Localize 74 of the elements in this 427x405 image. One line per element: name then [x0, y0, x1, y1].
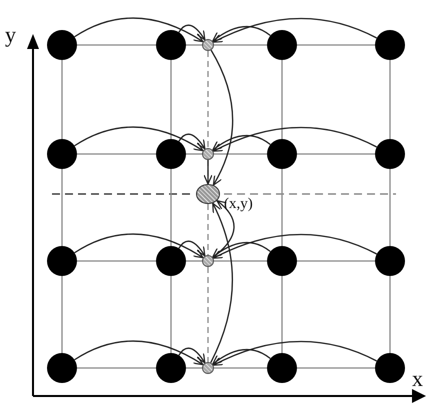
grid-point — [156, 353, 186, 383]
arrow — [74, 17, 204, 42]
grid-point — [156, 246, 186, 276]
interpolated-point — [202, 362, 214, 374]
grid-line — [214, 44, 267, 46]
grid-line — [389, 276, 391, 353]
grid-line — [214, 153, 267, 155]
grid-point — [375, 139, 405, 169]
grid-line — [61, 60, 63, 139]
grid-line — [77, 44, 156, 46]
arrow — [210, 202, 233, 363]
arrow — [74, 340, 204, 366]
interpolated-point — [202, 148, 214, 160]
grid-line — [297, 260, 375, 262]
grid-point — [47, 246, 77, 276]
grid-point — [47, 139, 77, 169]
grid-line — [170, 276, 172, 353]
grid-line — [170, 60, 172, 139]
dashed-line — [207, 204, 209, 255]
grid-line — [389, 169, 391, 246]
grid-line — [297, 367, 375, 369]
grid-point — [375, 246, 405, 276]
arrow — [74, 233, 204, 258]
grid-line — [61, 276, 63, 353]
axis-label: y — [5, 22, 16, 48]
grid-line — [297, 153, 375, 155]
arrow — [210, 50, 234, 186]
grid-point — [156, 30, 186, 60]
grid-line — [186, 44, 202, 46]
grid-line — [170, 169, 172, 246]
grid-point — [375, 30, 405, 60]
interpolated-point — [202, 39, 214, 51]
arrow — [178, 24, 206, 40]
grid-line — [214, 367, 267, 369]
arrow — [212, 234, 378, 259]
grid-point — [267, 353, 297, 383]
arrow — [212, 348, 271, 365]
target-point — [196, 184, 220, 204]
arrow — [212, 126, 378, 152]
grid-line — [77, 260, 156, 262]
grid-point — [47, 353, 77, 383]
grid-line — [214, 260, 267, 262]
arrow — [212, 242, 271, 258]
arrow — [178, 348, 206, 364]
arrow — [203, 160, 213, 185]
grid-point — [156, 139, 186, 169]
grid-point — [375, 353, 405, 383]
grid-line — [186, 153, 202, 155]
arrow — [212, 18, 378, 43]
grid-line — [77, 153, 156, 155]
arrow — [212, 26, 271, 42]
grid-point — [267, 139, 297, 169]
grid-line — [281, 60, 283, 139]
grid-line — [186, 367, 202, 369]
axis-label: x — [412, 366, 423, 392]
arrow — [212, 134, 271, 151]
grid-point — [267, 246, 297, 276]
dashed-line — [207, 51, 209, 148]
grid-line — [61, 169, 63, 246]
dashed-line — [207, 267, 209, 362]
grid-line — [297, 44, 375, 46]
grid-point — [47, 30, 77, 60]
grid-line — [281, 169, 283, 246]
grid-line — [77, 367, 156, 369]
grid-line — [281, 276, 283, 353]
point-label: (x,y) — [224, 196, 253, 213]
interpolated-point — [202, 255, 214, 267]
grid-point — [267, 30, 297, 60]
arrow — [178, 134, 206, 150]
arrow — [212, 340, 378, 366]
arrow — [74, 126, 204, 152]
arrow — [178, 240, 206, 256]
grid-line — [186, 260, 202, 262]
grid-line — [389, 60, 391, 139]
